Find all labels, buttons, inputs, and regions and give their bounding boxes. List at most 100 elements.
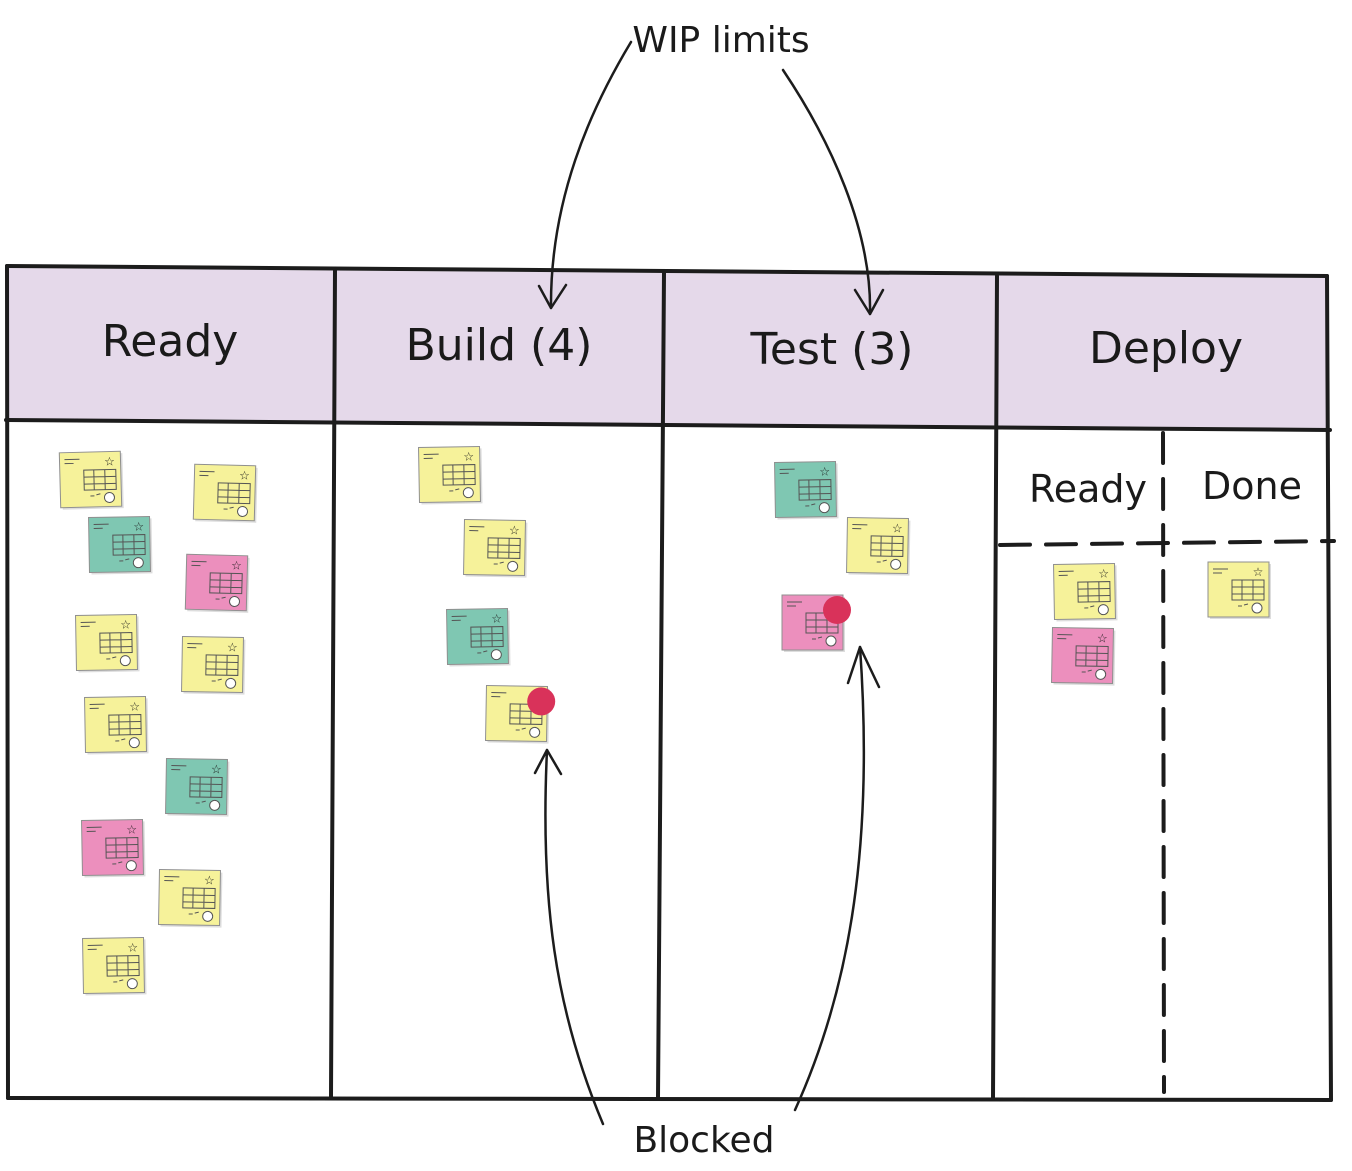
column-header-deploy: Deploy: [1089, 323, 1243, 374]
sticky-note-grid: [1075, 645, 1109, 667]
sticky-note-grid: [1077, 581, 1111, 603]
sticky-note-tick: [112, 861, 123, 865]
sticky-note-grid: [99, 632, 133, 654]
sticky-note-body: [181, 635, 244, 694]
sticky-notes: ☆☆☆☆☆☆☆☆☆☆☆☆☆☆☆☆☆☆☆☆☆: [58, 445, 1271, 996]
sticky-note-grid: [112, 534, 146, 556]
sticky-note: ☆: [81, 818, 146, 878]
sticky-note-badge: [818, 502, 830, 514]
sticky-note: ☆: [485, 684, 556, 744]
sticky-note-tick: [812, 636, 823, 640]
sticky-note-grid: [487, 537, 521, 559]
sticky-note-badge: [529, 726, 541, 738]
wip-limits-label: WIP limits: [632, 20, 809, 61]
wip-arrow-build: [549, 40, 633, 310]
sticky-note: ☆: [82, 936, 147, 996]
sticky-note-grid: [470, 626, 504, 648]
sticky-note-badge: [103, 492, 115, 504]
wip-arrow-test-head: [853, 288, 885, 316]
sticky-note-grid: [106, 955, 140, 977]
sticky-note: ☆: [88, 515, 153, 575]
sticky-note-grid: [205, 654, 239, 676]
sticky-note-tick: [1081, 669, 1092, 673]
sticky-note-scribble: [191, 560, 207, 567]
sticky-note-tick: [223, 506, 234, 510]
sticky-note-grid: [1231, 579, 1265, 601]
star-icon: ☆: [491, 612, 502, 626]
sticky-note: ☆: [781, 594, 851, 652]
sticky-note-body: [165, 757, 228, 816]
subcolumn-header-done: Done: [1202, 464, 1302, 508]
sticky-note-scribble: [787, 601, 802, 607]
column-header-ready: Ready: [102, 316, 239, 367]
star-icon: ☆: [239, 468, 250, 482]
subcolumn-header-ready: Ready: [1029, 467, 1147, 511]
sticky-note: ☆: [846, 516, 911, 576]
sticky-note-scribble: [171, 765, 187, 771]
star-icon: ☆: [819, 465, 830, 479]
sticky-note-tick: [805, 503, 816, 507]
sticky-note-grid: [442, 464, 476, 486]
column-header-test: Test (3): [750, 324, 914, 375]
sticky-note-scribble: [87, 944, 103, 950]
sticky-note-tick: [515, 727, 526, 731]
sticky-note-scribble: [1057, 634, 1073, 640]
sticky-note: ☆: [774, 460, 839, 520]
sticky-note-body: [846, 516, 909, 575]
star-icon: ☆: [1098, 567, 1109, 581]
star-icon: ☆: [120, 618, 131, 632]
sticky-note-tick: [493, 561, 504, 565]
sticky-note-body: [1051, 626, 1114, 685]
star-icon: ☆: [133, 520, 144, 534]
sticky-note-scribble: [779, 468, 795, 474]
sticky-note-tick: [876, 559, 887, 563]
star-icon: ☆: [211, 762, 222, 776]
star-icon: ☆: [892, 521, 903, 535]
sticky-note-badge: [132, 557, 144, 569]
star-icon: ☆: [231, 558, 242, 572]
sticky-note-scribble: [423, 453, 439, 459]
sticky-note-badge: [209, 799, 221, 811]
sticky-note-scribble: [852, 524, 868, 530]
blocked-arrow-test-head: [846, 645, 881, 689]
sticky-note-scribble: [89, 703, 105, 709]
star-icon: ☆: [126, 823, 137, 837]
sticky-note: ☆: [1207, 561, 1271, 619]
star-icon: ☆: [1253, 565, 1264, 579]
sticky-note-badge: [125, 860, 137, 872]
blocked-arrow-test: [793, 645, 866, 1112]
sticky-note-tick: [119, 558, 130, 562]
sticky-note: ☆: [75, 613, 140, 673]
sticky-note: ☆: [418, 445, 483, 505]
sticky-note-badge: [490, 649, 502, 661]
sticky-note-badge: [237, 505, 249, 517]
sticky-note: ☆: [58, 450, 124, 510]
star-icon: ☆: [509, 523, 520, 537]
sticky-note-scribble: [1058, 570, 1074, 576]
star-icon: ☆: [104, 454, 115, 468]
sticky-note-badge: [825, 635, 837, 647]
sticky-note-grid: [870, 535, 904, 557]
sticky-note-scribble: [491, 692, 507, 698]
sticky-note-tick: [188, 911, 199, 915]
sticky-note-body: [463, 518, 526, 577]
sticky-note-badge: [229, 595, 241, 607]
sticky-note-badge: [507, 560, 519, 572]
blocked-dot: [823, 596, 851, 624]
sticky-note-scribble: [80, 621, 96, 627]
sticky-note-tick: [1238, 603, 1249, 607]
sticky-note-badge: [119, 655, 131, 667]
sticky-note-tick: [211, 678, 222, 682]
sticky-note: ☆: [192, 463, 258, 523]
sticky-note-tick: [113, 979, 124, 983]
sticky-note-tick: [1084, 605, 1095, 609]
sticky-note-scribble: [86, 826, 102, 832]
sticky-note-badge: [128, 737, 140, 749]
sticky-note-tick: [477, 650, 488, 654]
sticky-note-grid: [83, 468, 117, 491]
annotation-arrows: [533, 40, 885, 1126]
sticky-note-scribble: [451, 615, 467, 621]
sticky-note-grid: [105, 837, 139, 859]
sticky-note-badge: [1251, 602, 1263, 614]
wip-arrow-test: [781, 68, 872, 316]
